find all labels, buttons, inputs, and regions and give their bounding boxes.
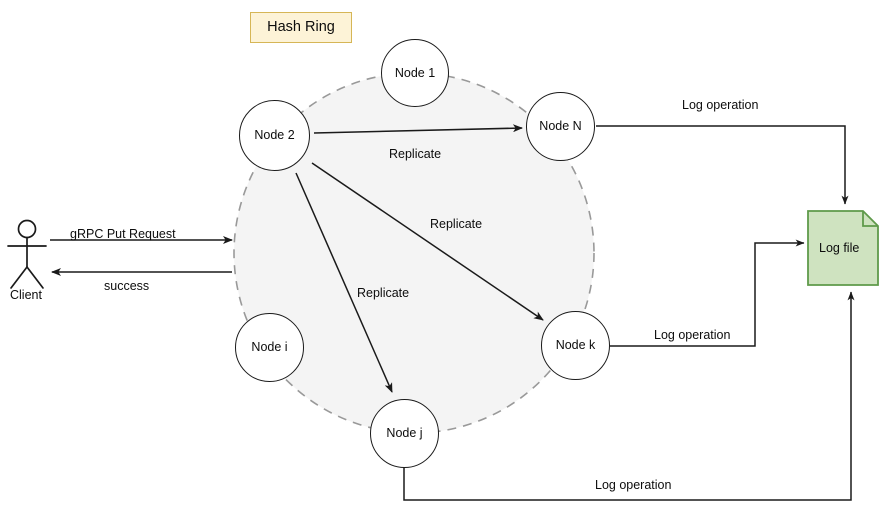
node-label: Node 1 [394,65,436,80]
edge-log-op-node-n [596,125,849,205]
hash-ring-title-box: Hash Ring [250,12,352,43]
node-node-n[interactable]: Node N [526,92,595,161]
hash-ring-title-label: Hash Ring [267,19,335,36]
edge-label-log-op-node-k: Log operation [654,328,731,342]
edge-label-client-request: gRPC Put Request [70,227,176,241]
edge-label-log-op-node-j: Log operation [595,478,672,492]
edge-label-replicate-node-n: Replicate [389,147,442,161]
node-label: Node k [555,338,596,353]
node-node-1[interactable]: Node 1 [381,39,449,107]
client-actor-icon [7,219,47,289]
edge-replicate-node-n [313,124,523,134]
edge-label-replicate-node-k: Replicate [430,217,483,231]
client-actor-label: Client [10,288,42,302]
edge-log-op-node-k [610,239,805,347]
edge-label-replicate-node-j: Replicate [357,286,410,300]
node-node-k[interactable]: Node k [541,311,610,380]
log-file-label: Log file [819,241,860,255]
edge-log-op-node-j [403,291,855,501]
node-node-2[interactable]: Node 2 [239,100,310,171]
node-label: Node j [386,426,423,441]
edge-label-client-response: success [104,279,150,293]
edge-label-log-op-node-n: Log operation [682,98,759,112]
node-node-i[interactable]: Node i [235,313,304,382]
edge-replicate-node-k [311,162,544,321]
node-label: Node i [251,340,288,355]
log-file-shape[interactable] [807,210,879,286]
node-node-j[interactable]: Node j [370,399,439,468]
hash-ring-circle [233,72,595,434]
node-label: Node 2 [254,128,295,143]
node-label: Node N [539,119,582,134]
edge-replicate-node-j [295,172,393,393]
